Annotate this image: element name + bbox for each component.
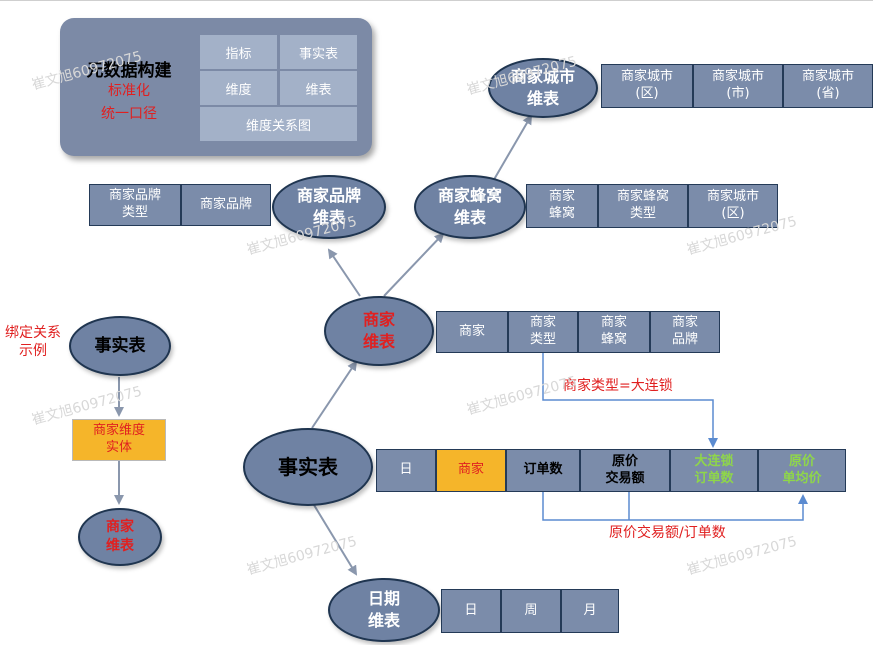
- fact-table-node: 事实表: [243, 428, 373, 506]
- merchant-dim-cell: 商家 品牌: [650, 311, 720, 353]
- metadata-cell: 维度关系图: [200, 107, 357, 141]
- arrow-fact-to-date: [313, 504, 358, 576]
- merchant-dim-cell: 商家 蜂窝: [578, 311, 650, 353]
- example-dim-node: 商家 维表: [78, 508, 162, 566]
- date-dim-node: 日期 维表: [328, 578, 440, 642]
- city-dim-cell: 商家城市 (省): [783, 64, 873, 108]
- example-entity-box: 商家维度 实体: [72, 419, 166, 461]
- brand-dim-cell: 商家品牌 类型: [89, 184, 181, 226]
- date-dim-cell: 日: [441, 589, 501, 633]
- hive-dim-cell: 商家 蜂窝: [526, 184, 598, 228]
- hive-dim-node: 商家蜂窝 维表: [414, 175, 526, 239]
- metadata-unify: 统一口径: [101, 106, 157, 122]
- arrow-merchant-to-hive: [383, 232, 445, 297]
- top-divider: [0, 0, 873, 1]
- arrow-ratio-order: [542, 492, 808, 521]
- fact-table-cell-merchant: 商家: [436, 449, 506, 492]
- hive-dim-cell: 商家蜂窝 类型: [598, 184, 688, 228]
- merchant-dim-node: 商家 维表: [324, 296, 434, 366]
- merchant-dim-cell: 商家 类型: [508, 311, 578, 353]
- fact-table-cell: 日: [376, 449, 436, 492]
- date-dim-cell: 月: [561, 589, 619, 633]
- metadata-cell: 指标: [200, 35, 277, 69]
- fact-table-cell-derived: 原价 单均价: [758, 449, 846, 492]
- metadata-panel-title: 元数据构建: [86, 61, 172, 81]
- fact-table-cell: 订单数: [506, 449, 580, 492]
- metadata-cell: 事实表: [280, 35, 357, 69]
- metadata-cell: 维表: [280, 71, 357, 105]
- city-dim-cell: 商家城市 (市): [693, 64, 783, 108]
- date-dim-cell: 周: [501, 589, 561, 633]
- binding-example-label: 绑定关系 示例: [5, 325, 61, 360]
- fact-table-cell: 原价 交易额: [580, 449, 670, 492]
- merchant-dim-cell: 商家: [436, 311, 508, 353]
- metadata-standardize: 标准化: [108, 83, 150, 99]
- brand-dim-cell: 商家品牌: [181, 184, 271, 226]
- city-dim-node: 商家城市 维表: [488, 58, 598, 118]
- arrow-merchant-to-brand: [327, 248, 361, 297]
- arrow-hive-to-city: [491, 114, 533, 184]
- arrow-type-filter: [542, 353, 718, 448]
- type-filter-label: 商家类型=大连锁: [563, 378, 673, 394]
- example-fact-node: 事实表: [69, 316, 171, 376]
- brand-dim-node: 商家品牌 维表: [272, 175, 386, 239]
- arrow-fact-to-merchant: [311, 360, 358, 429]
- ratio-label: 原价交易额/订单数: [609, 525, 726, 541]
- metadata-cell: 维度: [200, 71, 277, 105]
- hive-dim-cell: 商家城市 (区): [688, 184, 778, 228]
- fact-table-cell-derived: 大连锁 订单数: [670, 449, 758, 492]
- city-dim-cell: 商家城市 (区): [601, 64, 693, 108]
